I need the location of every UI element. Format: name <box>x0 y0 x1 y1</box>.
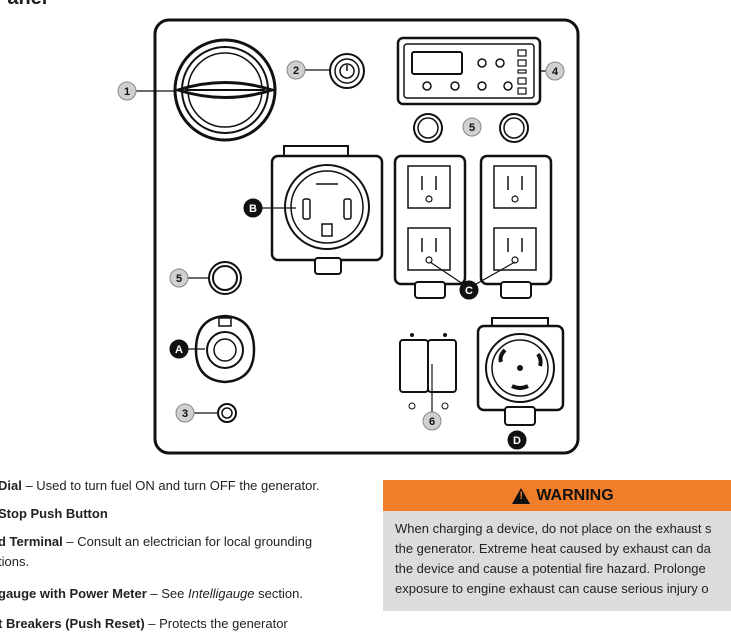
callout-label: 5 <box>176 273 182 285</box>
callout-label: A <box>175 344 183 356</box>
callout-badge: B <box>243 198 296 218</box>
warning-title: WARNING <box>536 486 614 504</box>
list-item: d Terminal – Consult an electrician for … <box>0 534 313 549</box>
callout-badge: 1 <box>117 81 175 101</box>
callout-label: C <box>465 285 473 297</box>
outlet-c-right <box>479 154 553 299</box>
callout-label: B <box>249 203 257 215</box>
outlet-d-twist-lock <box>476 317 565 426</box>
list-item: tions. <box>0 554 30 569</box>
callout-badge: 4 <box>541 61 565 81</box>
callout-badge: A <box>169 339 205 359</box>
fuel-dial <box>173 38 277 142</box>
outlet-c-left <box>393 154 467 299</box>
stop-push-button <box>329 53 365 89</box>
circuit-breaker-top-right <box>499 113 529 143</box>
callout-label: 5 <box>469 122 475 134</box>
callout-badge: 3 <box>175 403 218 423</box>
list-item: t Breakers (Push Reset) – Protects the g… <box>0 616 288 631</box>
callout-badge: D <box>507 430 527 450</box>
list-item: Stop Push Button <box>0 506 108 521</box>
warning-triangle-icon <box>512 487 531 504</box>
callout-badge: 2 <box>286 60 330 80</box>
list-item: Dial – Used to turn fuel ON and turn OFF… <box>0 478 320 493</box>
callout-label: 1 <box>124 86 130 98</box>
ground-terminal <box>217 403 237 423</box>
circuit-breaker-top-left <box>413 113 443 143</box>
warning-line: When charging a device, do not place on … <box>395 521 712 536</box>
callout-badge: 5 <box>462 117 482 137</box>
warning-body: When charging a device, do not place on … <box>383 511 731 611</box>
warning-line: the device and cause a potential fire ha… <box>395 561 706 576</box>
warning-header: WARNING <box>383 480 731 511</box>
control-panel-diagram: 1 2 3 4 5 5 6 A B C D <box>117 18 580 455</box>
callout-label: 2 <box>293 65 299 77</box>
warning-line: exposure to engine exhaust can cause ser… <box>395 581 709 596</box>
callout-label: 3 <box>182 408 188 420</box>
callout-badge: 6 <box>422 411 442 431</box>
list-item: gauge with Power Meter – See Intelligaug… <box>0 586 303 601</box>
callout-label: D <box>513 435 521 447</box>
callout-label: 6 <box>429 416 435 428</box>
callout-label: 4 <box>552 66 559 78</box>
warning-line: the generator. Extreme heat caused by ex… <box>395 541 711 556</box>
callout-badge: C <box>459 280 479 300</box>
circuit-breaker-left <box>208 261 242 295</box>
intelligauge-meter <box>396 36 542 106</box>
dc-port-a <box>194 314 256 384</box>
parallel-terminal <box>399 333 457 410</box>
section-heading: Panel <box>0 0 47 10</box>
callout-badge: 5 <box>169 268 209 288</box>
outlet-b-50a <box>270 145 384 275</box>
